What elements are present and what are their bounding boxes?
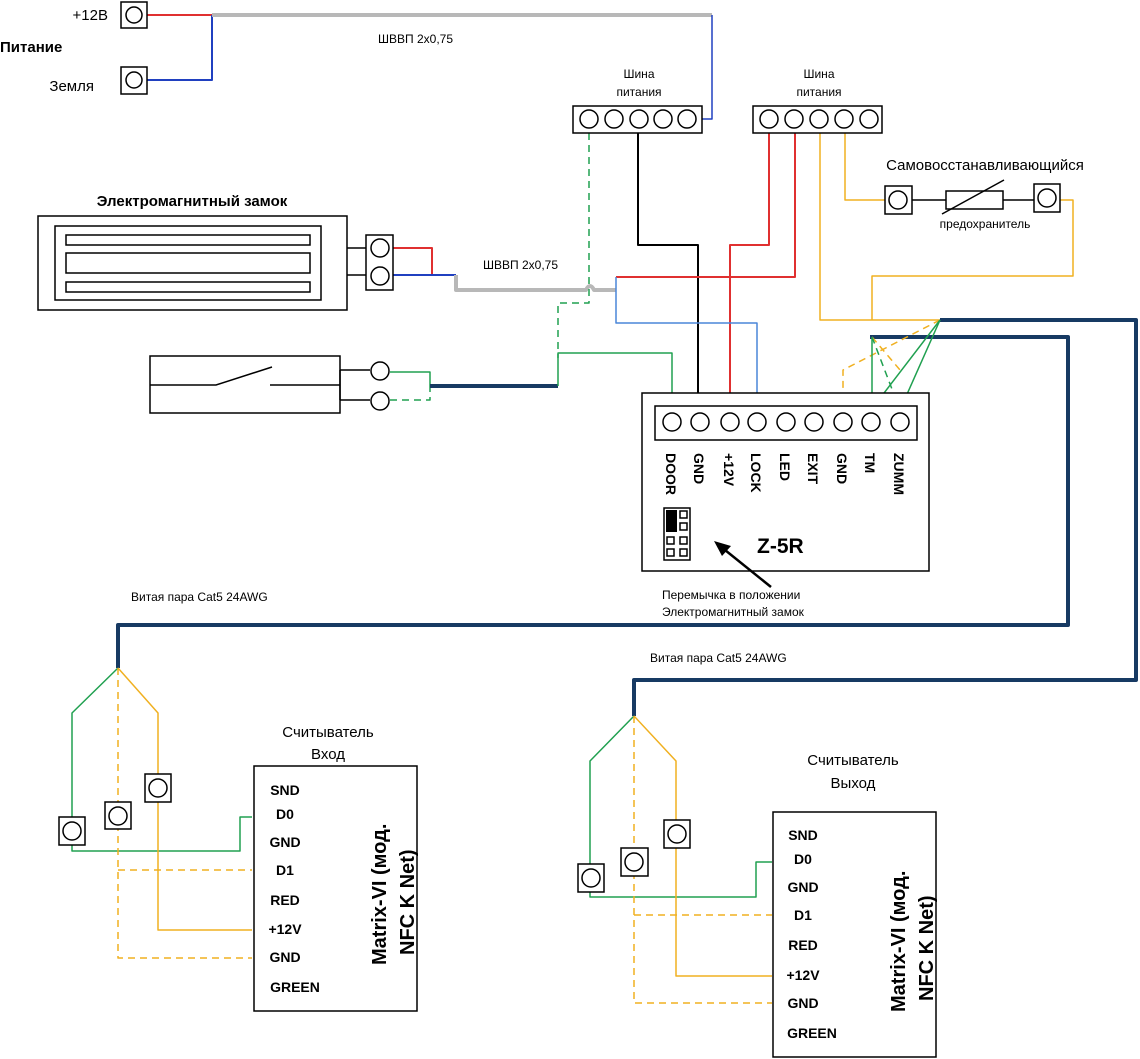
power-plus-label: +12В [73,7,108,24]
button-green-dashed [390,386,431,401]
terminal-label-led: LED [777,453,793,481]
button-green-wire [390,371,431,386]
terminal-label-gnd-2: GND [834,453,850,484]
terminal-label-12v: +12V [721,453,737,487]
reader-in-caption-1: Считыватель [282,724,374,741]
jumper-arrow [714,541,772,588]
exit-button [149,355,390,414]
reader-in-pin-12v: +12V [268,921,302,937]
reader-in-pin-green: GREEN [270,979,320,995]
bus-left-label-1: Шина [623,67,654,81]
reader-in-pin-red: RED [270,892,300,908]
lock-cable [454,275,616,292]
fuse-yellow-out [871,199,1074,320]
fuse-label-1: Самовосстанавливающийся [886,157,1084,174]
reader-out-pin-gnd-1: GND [787,879,818,895]
in-green [71,667,252,852]
terminal-label-lock: LOCK [748,453,764,493]
fan-yellow-dash-2 [871,336,901,371]
door-green-wire [557,352,673,410]
controller-model: Z-5R [757,535,804,558]
bus-right-label-1: Шина [803,67,834,81]
electromagnetic-lock: Электромагнитный замок [37,193,394,311]
reader-cable-a [632,318,1138,716]
out-yellow-dash [633,716,772,1004]
reader-in-pin-gnd-2: GND [269,949,300,965]
in-yellow [117,667,252,931]
reader-in-pin-gnd-1: GND [269,834,300,850]
bus-left-green-dashed [557,133,590,358]
reader-out-pin-snd: SND [788,827,818,843]
reader-in: Считыватель Вход SND D0 GND D1 RED +12V … [58,724,419,1012]
reader-in-pin-d1: D1 [276,862,294,878]
bus-left-gnd-wire [637,133,699,410]
wires [71,13,1138,1004]
jumper-note-2: Электромагнитный замок [662,605,805,619]
terminal-label-tm: TM [862,453,878,473]
reader-out-model-1: Matrix-VI (мод. [888,871,910,1012]
bus-right-label-2: питания [796,85,841,99]
reader-in-pin-d0: D0 [276,806,294,822]
lock-title: Электромагнитный замок [97,193,288,210]
reader-out-caption-1: Считыватель [807,752,899,769]
power-ground-wire [146,15,213,81]
terminal-label-zumm: ZUMM [891,453,907,495]
jumper-block [663,507,691,561]
terminal-label-door: DOOR [663,453,679,495]
power-plus-terminal [125,6,143,24]
bus-left-label-2: питания [616,85,661,99]
reader-out-pin-green: GREEN [787,1025,837,1041]
terminal-label-gnd-1: GND [691,453,707,484]
jumper-note-1: Перемычка в положении [662,588,800,602]
reader-out-pin-red: RED [788,937,818,953]
controller-z5r: DOOR GND +12V LOCK LED EXIT GND TM ZUMM … [641,392,930,572]
reader-in-pin-snd: SND [270,782,300,798]
power-cable-label: ШВВП 2х0,75 [378,32,453,46]
terminal-label-exit: EXIT [805,453,821,485]
reader-out-pin-d0: D0 [794,851,812,867]
reader-out-pin-gnd-2: GND [787,995,818,1011]
bus-right-yellow [819,133,940,321]
in-yellow-dash [117,668,252,959]
fuse-yellow-in [844,133,885,201]
lock-red-wire [393,247,456,276]
bus-right: Шина питания [752,67,883,134]
out-green [589,715,772,898]
reader-out-caption-2: Выход [831,775,876,792]
bus-right-red-1 [729,133,770,410]
reader-out-model-2: NFC K Net) [916,895,938,1001]
reader-cable-b [116,335,1070,668]
lock-blue-to-controller [615,277,758,410]
reader-in-caption-2: Вход [311,746,345,763]
lock-cable-label: ШВВП 2х0,75 [483,258,558,272]
reader-out-cable-label: Витая пара Cat5 24AWG [650,651,787,665]
fuse-label-2: предохранитель [940,217,1031,231]
bus-right-red-2 [616,133,796,278]
reader-in-cable-label: Витая пара Cat5 24AWG [131,590,268,604]
reader-out-pin-12v: +12V [786,967,820,983]
reader-in-model-2: NFC K Net) [397,849,419,955]
power-ground-label: Земля [49,78,94,95]
power-title: Питание [0,39,62,56]
power-supply: +12В Питание Земля [0,1,148,95]
out-yellow [633,715,772,977]
reader-out-pin-d1: D1 [794,907,812,923]
fuse: Самовосстанавливающийся предохранитель [884,157,1084,231]
reader-out: Считыватель Выход SND D0 GND D1 RED +12V… [577,752,938,1058]
reader-in-model-1: Matrix-VI (мод. [369,824,391,965]
power-cable-blue [698,15,713,120]
bus-left: Шина питания [572,67,703,134]
power-ground-terminal [125,71,143,89]
